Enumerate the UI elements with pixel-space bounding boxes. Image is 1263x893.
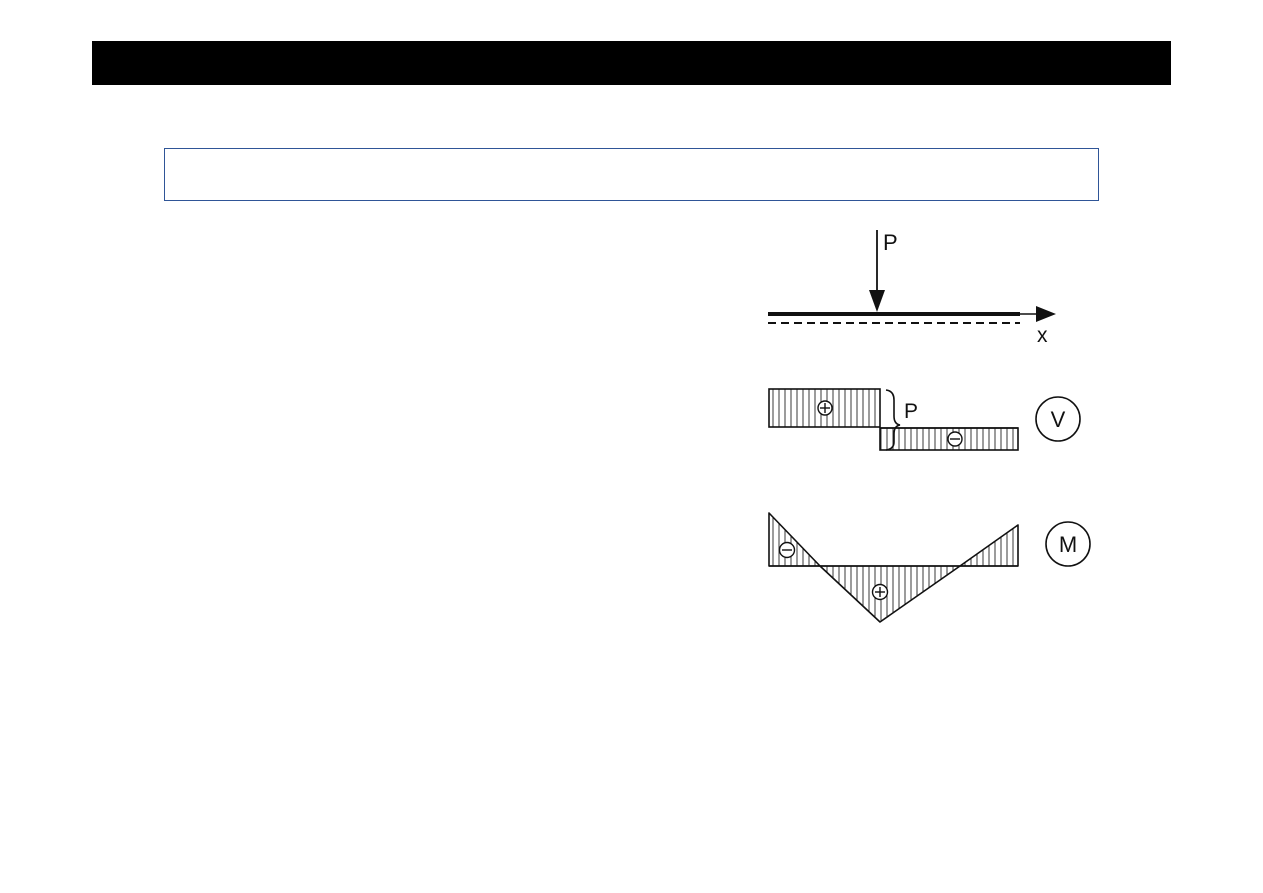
load-label: P <box>883 230 898 255</box>
shear-diagram-label: V <box>1051 407 1066 432</box>
load-arrow-head <box>869 290 885 312</box>
x-axis-arrow-head <box>1036 306 1056 322</box>
shear-diagram-label-circle <box>1035 396 1081 442</box>
x-axis-label: x <box>1037 324 1048 347</box>
beam-diagram-svg: P x P V <box>768 230 1091 623</box>
moment-diagram: M <box>768 512 1091 623</box>
title-box <box>164 148 1099 201</box>
shear-step-label: P <box>904 400 918 423</box>
shear-step-brace <box>885 389 901 451</box>
header-bar <box>92 41 1171 85</box>
moment-diagram-label-circle <box>1045 521 1091 567</box>
loaded-beam: P x <box>768 230 1056 347</box>
shear-diagram: P V <box>768 388 1081 451</box>
moment-left-negative-region <box>768 512 821 567</box>
moment-positive-region <box>819 565 961 623</box>
beam-diagram: P x P V <box>740 220 1100 640</box>
moment-diagram-label: M <box>1059 532 1077 557</box>
moment-right-negative-region <box>959 524 1019 567</box>
